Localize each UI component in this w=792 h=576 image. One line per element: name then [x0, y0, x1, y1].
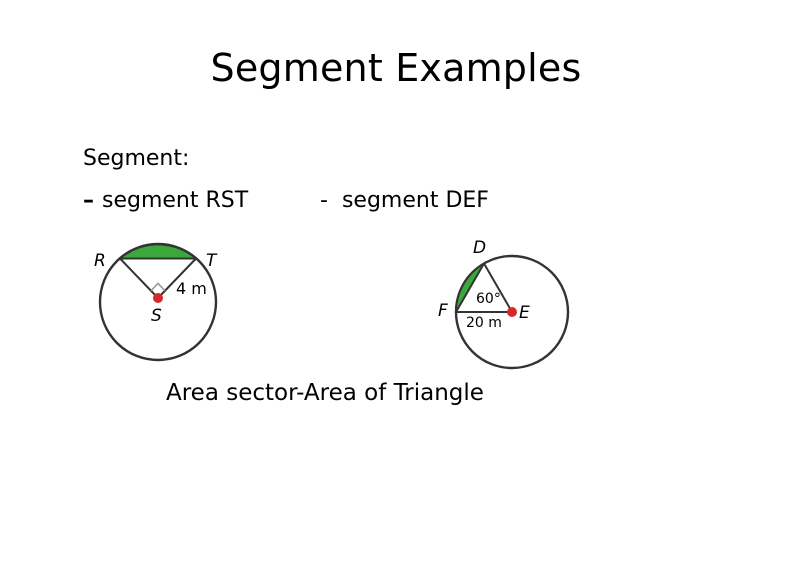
radius-sr	[119, 257, 159, 299]
segment-def-fill	[454, 260, 487, 316]
label-s: S	[151, 306, 162, 326]
center-e	[507, 307, 517, 317]
radius-ed	[483, 263, 513, 313]
center-s	[153, 293, 163, 303]
label-radius-20m: 20 m	[466, 315, 502, 331]
label-angle-60: 60°	[476, 291, 501, 307]
bullet-segment-def-label: segment DEF	[341, 188, 489, 213]
label-r: R	[94, 251, 106, 271]
bullet-def-dash: -	[320, 188, 328, 213]
figure-rst: R T 4 m S	[94, 242, 218, 362]
bullet-heading: Segment:	[83, 146, 190, 171]
label-e: E	[519, 303, 530, 323]
label-d: D	[473, 238, 486, 258]
bullet-dash: –	[83, 188, 94, 213]
label-t: T	[206, 251, 218, 271]
radius-st	[157, 257, 197, 299]
caption-formula: Area sector-Area of Triangle	[166, 380, 484, 406]
bullet-segment-rst: –segment RST	[83, 188, 248, 213]
label-f: F	[438, 301, 448, 321]
bullet-segment-def: - segment DEF	[320, 188, 489, 213]
bullet-segment-rst-label: segment RST	[102, 188, 249, 213]
page-title: Segment Examples	[210, 46, 582, 90]
right-angle-mark	[150, 282, 166, 292]
label-radius-4m: 4 m	[176, 279, 207, 298]
segment-rst-fill	[117, 243, 199, 260]
figure-def: D E F 60° 20 m	[438, 238, 570, 370]
